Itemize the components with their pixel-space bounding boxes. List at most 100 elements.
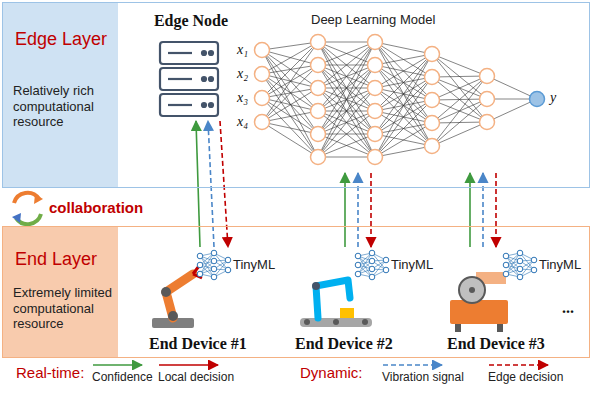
tinyml-neuron <box>517 274 523 280</box>
network-neuron <box>368 150 383 165</box>
network-link <box>318 42 375 134</box>
conveyor-robot-icon-part <box>316 280 350 318</box>
network-link <box>262 42 318 74</box>
network-link <box>318 88 375 157</box>
network-neuron <box>425 70 440 85</box>
deep-learning-model: Deep Learning Model <box>233 11 575 173</box>
input-symbol: x₁ <box>237 42 248 59</box>
legend-arrow <box>159 364 218 366</box>
legend-swatch <box>488 360 552 370</box>
network-link <box>487 99 537 122</box>
network-link <box>432 99 487 146</box>
network-link <box>375 77 432 157</box>
layer-note: Extremely limited computational resource <box>13 285 117 332</box>
network-neuron <box>255 67 270 82</box>
layer-title: Edge Layer <box>15 29 107 51</box>
network-link <box>375 54 432 111</box>
server-icon-part <box>209 77 213 81</box>
tinyml-neuron <box>517 250 523 256</box>
tinyml-icon <box>355 250 389 280</box>
layer-title: End Layer <box>15 249 97 271</box>
network-link <box>262 122 318 157</box>
network-link <box>375 42 432 123</box>
legend-swatch <box>382 360 446 370</box>
tinyml-neuron <box>503 271 509 277</box>
connector-arrow <box>495 173 497 247</box>
end-device: TinyMLEnd Device #1 <box>141 247 291 355</box>
network-neuron <box>255 91 270 106</box>
network-link <box>375 42 432 54</box>
tinyml-neuron <box>211 274 217 280</box>
network-neuron <box>425 47 440 62</box>
server-icon-part <box>202 103 206 107</box>
legend-label: Edge decision <box>488 370 563 384</box>
network-link <box>262 50 318 134</box>
tinyml-neuron <box>197 262 203 268</box>
collaboration-icon-part <box>12 213 21 223</box>
network-link <box>262 50 318 111</box>
end-layer-panel <box>2 226 118 358</box>
saw-machine-icon-part <box>469 287 475 293</box>
network-link <box>432 77 487 99</box>
conveyor-robot-icon-part <box>304 319 310 325</box>
network-link <box>432 76 487 77</box>
network-link <box>318 111 375 157</box>
legend-label: Confidence <box>92 370 153 384</box>
network-link <box>318 157 375 158</box>
server-icon-part <box>209 51 213 55</box>
saw-machine-icon <box>450 272 508 332</box>
saw-machine-icon-part <box>497 324 503 332</box>
network-link <box>432 77 487 122</box>
network-link <box>375 42 432 146</box>
tinyml-neuron <box>225 267 231 273</box>
network-link <box>262 98 318 111</box>
network-link <box>262 74 318 157</box>
tinyml-neuron <box>531 257 537 263</box>
network-link <box>432 76 487 123</box>
conveyor-robot-icon-part <box>333 319 339 325</box>
network-link <box>318 42 375 65</box>
network-link <box>262 42 318 98</box>
collaboration-label: collaboration <box>49 199 143 217</box>
tinyml-neuron <box>503 262 509 268</box>
network-neuron <box>255 43 270 58</box>
network-link <box>432 54 487 122</box>
tinyml-neuron <box>369 274 375 280</box>
network-link <box>318 134 375 157</box>
network-link <box>318 42 375 157</box>
device-label: End Device #2 <box>295 334 393 353</box>
tinyml-neuron <box>355 253 361 259</box>
network-link <box>262 74 318 88</box>
network-neuron <box>368 58 383 73</box>
network-neuron <box>311 81 326 96</box>
network-neuron <box>255 115 270 130</box>
conveyor-robot-icon-part <box>362 319 368 325</box>
tinyml-neuron <box>197 271 203 277</box>
collaboration-icon-part <box>34 194 43 204</box>
network-link <box>318 88 375 157</box>
network-neuron <box>480 115 495 130</box>
server-icon-part <box>168 104 192 106</box>
network-link <box>318 42 375 65</box>
connector-arrow <box>344 173 346 247</box>
legend-arrow <box>383 364 442 366</box>
network-neuron <box>368 104 383 119</box>
network-link <box>375 54 432 134</box>
network-link <box>262 111 318 122</box>
legend-arrow <box>93 364 142 366</box>
legend-label: Local decision <box>158 370 234 384</box>
conveyor-robot-icon-part <box>340 308 354 318</box>
legend-swatch <box>92 360 146 370</box>
tinyml-neuron <box>355 271 361 277</box>
network-link <box>262 50 318 157</box>
server-icon-part <box>160 94 218 116</box>
network-link <box>375 54 432 65</box>
network-link <box>318 42 375 111</box>
network-neuron <box>425 93 440 108</box>
tinyml-icon <box>197 250 537 280</box>
tinyml-label: TinyML <box>233 257 275 273</box>
connector-arrow <box>357 173 359 247</box>
network-link <box>432 76 487 146</box>
end-device: TinyMLEnd Device #2 <box>291 247 441 355</box>
server-icon-part <box>160 42 218 64</box>
